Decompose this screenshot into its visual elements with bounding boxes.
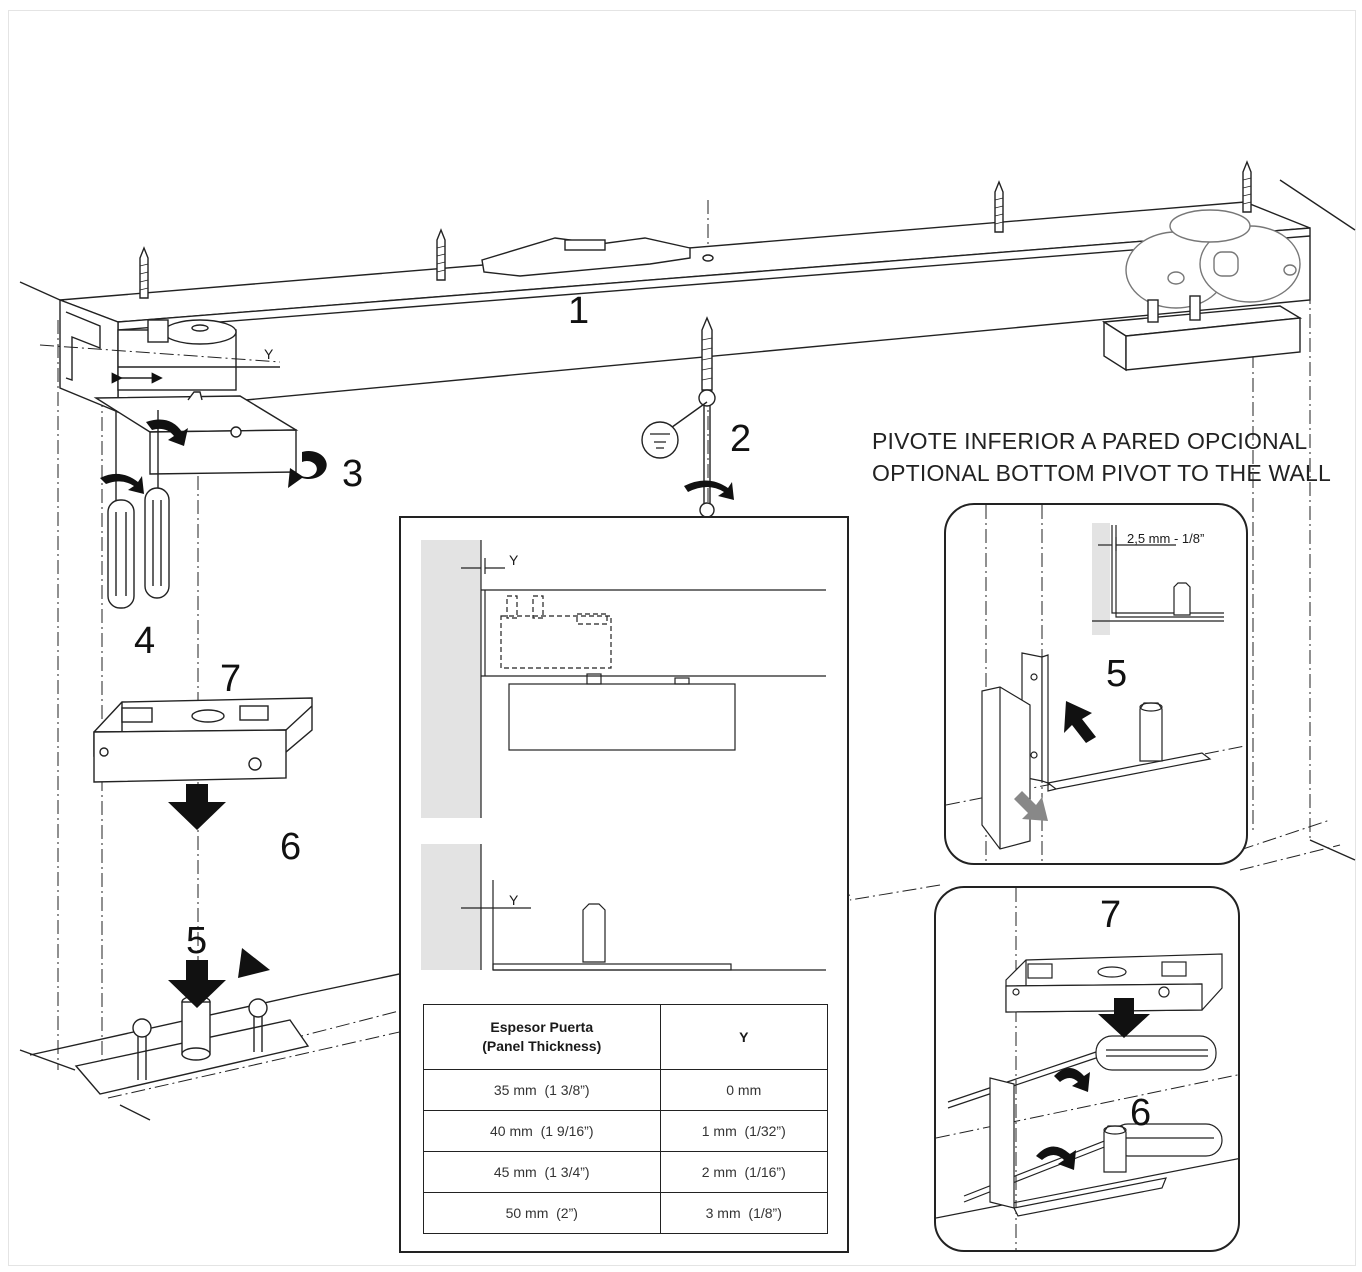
floor-guide-block: [93, 697, 313, 783]
table-row: 40 mm (1 9/16”) 1 mm (1/32”): [423, 1110, 828, 1152]
wall-pivot-inset-bottom: 7 6: [934, 886, 1240, 1252]
y-dimension-label: Y: [264, 346, 274, 362]
step-number-7: 7: [220, 658, 242, 700]
down-arrow-icon: [168, 960, 226, 1008]
wall-pivot-inset-top: 2,5 mm - 1/8” 5: [944, 503, 1248, 865]
rail: [59, 201, 1311, 414]
level-tool: [481, 237, 714, 277]
step-number-1: 1: [568, 290, 590, 332]
page-frame: [8, 10, 1356, 1266]
step-number-5: 5: [186, 920, 208, 962]
thickness-cell: 40 mm (1 9/16”): [423, 1110, 661, 1152]
panel-top-y-label: Y: [509, 552, 519, 568]
push-arrow-icon: [1014, 791, 1048, 821]
panel-bottom-y-label: Y: [509, 892, 519, 908]
y-cell: 0 mm: [659, 1069, 828, 1111]
table-row: 50 mm (2”) 3 mm (1/8”): [423, 1192, 828, 1234]
thickness-cell: 45 mm (1 3/4”): [423, 1151, 661, 1193]
play-arrow-icon: [238, 948, 270, 978]
left-hanger: [39, 319, 299, 475]
wall-pivot-drawing: [946, 505, 1246, 863]
inset-top-step-5: 5: [1106, 653, 1128, 695]
table-header-row: Espesor Puerta (Panel Thickness) Y: [423, 1004, 828, 1070]
right-roller: [1125, 209, 1301, 309]
inset-bottom-step-6: 6: [1130, 1092, 1152, 1134]
step-number-4: 4: [134, 620, 156, 662]
table-row: 35 mm (1 3/8”) 0 mm: [423, 1069, 828, 1111]
optional-pivot-heading-en: OPTIONAL BOTTOM PIVOT TO THE WALL: [872, 460, 1332, 486]
inset-bottom-step-7: 7: [1100, 894, 1122, 936]
thickness-cell: 35 mm (1 3/8”): [423, 1069, 661, 1111]
wall-pivot-assembly-drawing: [936, 888, 1238, 1250]
screwdrivers: [107, 410, 170, 609]
step-number-3: 3: [342, 453, 364, 495]
rotate-arrow-icon: [146, 419, 188, 446]
detail-panel: Y Y Espesor Puerta (Panel Thickness) Y 3…: [399, 516, 849, 1253]
y-cell: 1 mm (1/32”): [659, 1110, 828, 1152]
table-row: 45 mm (1 3/4”) 2 mm (1/16”): [423, 1151, 828, 1193]
rotate-arrow-icon: [100, 473, 144, 494]
rotate-arrow-icon: [684, 480, 734, 500]
y-cell: 3 mm (1/8”): [659, 1192, 828, 1234]
table-header-y: Y: [659, 1004, 828, 1070]
down-arrow-icon: [1098, 998, 1150, 1038]
thickness-table: Espesor Puerta (Panel Thickness) Y 35 mm…: [423, 1004, 828, 1234]
table-header-thickness: Espesor Puerta (Panel Thickness): [423, 1004, 661, 1070]
rotate-arrow-icon: [288, 451, 327, 488]
screw-callout: [641, 421, 679, 459]
assembly-arrows: [100, 419, 734, 1008]
gap-dimension-label: 2,5 mm - 1/8”: [1127, 531, 1205, 546]
thickness-cell: 50 mm (2”): [423, 1192, 661, 1234]
step-number-6: 6: [280, 826, 302, 868]
y-cell: 2 mm (1/16”): [659, 1151, 828, 1193]
detail-drawing: [421, 540, 826, 971]
step-number-2: 2: [730, 418, 752, 460]
floor-pivot-plate: [74, 995, 310, 1095]
down-arrow-icon: [168, 784, 226, 830]
rotate-arrow-icon: [1036, 1146, 1076, 1170]
push-arrow-icon: [1064, 701, 1096, 743]
rotate-arrow-icon: [1054, 1068, 1090, 1092]
optional-pivot-heading-es: PIVOTE INFERIOR A PARED OPCIONAL: [872, 428, 1308, 454]
